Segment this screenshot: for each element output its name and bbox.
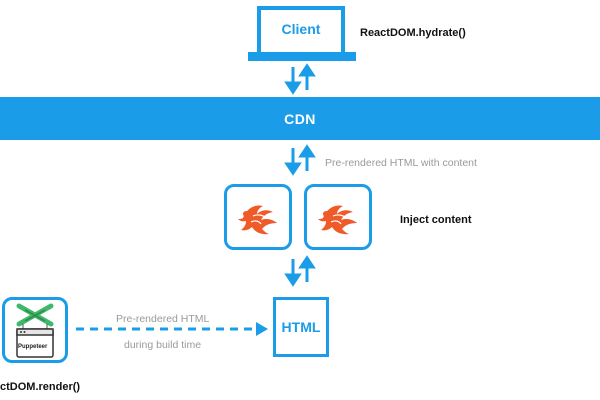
- up-arrow-icon: [298, 63, 316, 90]
- phoenix-box-1: [224, 184, 292, 250]
- phoenix-icon: [318, 205, 357, 235]
- dashed-right-arrow-icon: [76, 322, 268, 336]
- phoenix-box-2: [304, 184, 372, 250]
- client-laptop-base: [248, 52, 356, 61]
- up-arrow-icon: [298, 144, 316, 171]
- html-label: HTML: [281, 319, 321, 335]
- build-label-line2: during build time: [124, 339, 202, 351]
- puppeteer-label: Puppeteer: [18, 344, 48, 350]
- render-method-label: ctDOM.render(): [0, 381, 81, 393]
- inject-content-label: Inject content: [400, 214, 472, 226]
- prerendered-with-content-label: Pre-rendered HTML with content: [325, 157, 477, 169]
- client-label: Client: [281, 21, 321, 37]
- down-arrow-icon: [284, 67, 302, 95]
- cdn-bar: CDN: [0, 97, 600, 140]
- down-arrow-icon: [284, 259, 302, 287]
- build-label-line1: Pre-rendered HTML: [116, 313, 210, 325]
- html-box: HTML: [273, 297, 329, 357]
- up-arrow-icon: [298, 255, 316, 282]
- client-laptop-screen: [257, 6, 345, 52]
- puppeteer-box: Puppeteer: [2, 297, 68, 363]
- down-arrow-icon: [284, 148, 302, 176]
- hydrate-label: ReactDOM.hydrate(): [360, 27, 466, 39]
- phoenix-icon: [238, 205, 277, 235]
- cdn-label: CDN: [284, 110, 316, 127]
- puppeteer-icon: [16, 303, 54, 358]
